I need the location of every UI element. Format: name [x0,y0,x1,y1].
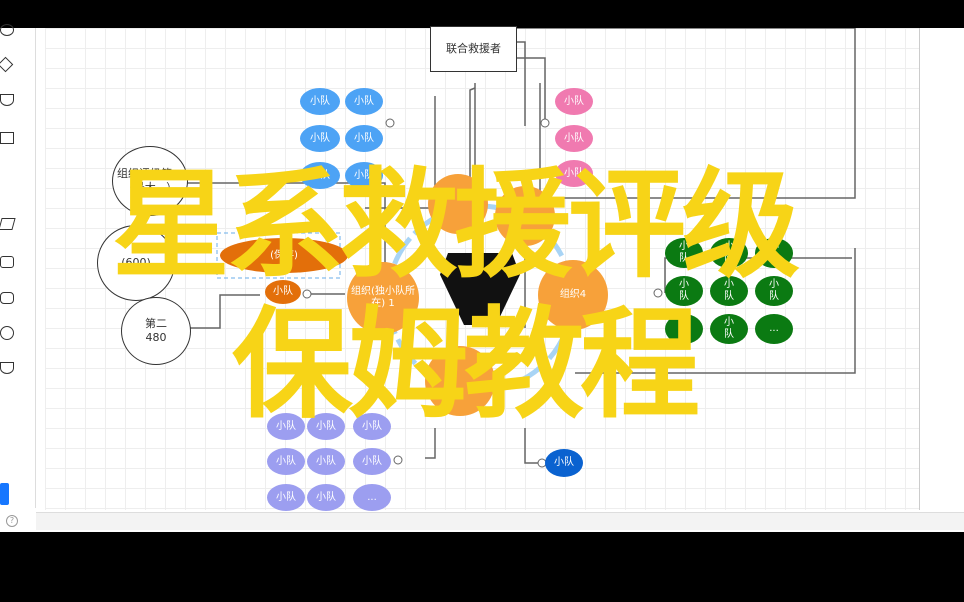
team-node[interactable]: 小队 [265,280,301,304]
cylinder-shape-tool[interactable] [0,256,14,268]
triangle-down-shape-tool[interactable] [0,362,14,374]
team-node-blue[interactable]: 小队 [345,125,383,152]
rank-600-node[interactable]: (600) [97,225,175,301]
team-node-purple[interactable]: 小队 [267,413,305,440]
rectangle-shape-tool[interactable] [0,132,14,144]
more-node-purple[interactable]: ... [353,484,391,511]
diagram-editor: 联合救援者 组织评级第一（最大...） (600) 第二 480 (保存) 小队… [0,24,964,532]
connector [524,428,542,464]
team-node-green[interactable]: 小 队 [710,276,748,306]
parallelogram-shape-tool[interactable] [0,218,16,230]
team-node-purple[interactable]: 小队 [353,413,391,440]
team-node-blue[interactable]: 小队 [300,162,340,189]
help-icon[interactable]: ? [6,515,18,527]
horizontal-scrollbar[interactable]: ? [6,512,964,530]
team-node-navy[interactable]: 小队 [545,449,583,477]
team-node-purple[interactable]: 小队 [267,484,305,511]
active-tool-indicator[interactable] [0,483,9,505]
team-node-pink[interactable]: 小队 [555,160,593,187]
org3-node[interactable] [495,186,555,246]
ellipse-shape-tool[interactable] [0,24,14,36]
rescuer-box[interactable]: 联合救援者 [430,26,517,72]
connector [425,428,436,459]
connector [515,41,526,126]
team-node-blue[interactable]: 小队 [345,88,383,115]
rank-first-node[interactable]: 组织评级第一（最大...） [112,146,188,216]
team-node-green[interactable]: 小 队 [665,276,703,306]
selected-org-node[interactable]: (保存) [220,238,348,273]
connector [190,294,260,329]
overlay-title-line2: 保姆教程 [232,296,700,435]
canvas[interactable]: 联合救援者 组织评级第一（最大...） (600) 第二 480 (保存) 小队… [45,26,920,511]
team-node-blue[interactable]: 小队 [300,88,340,115]
org4-node[interactable]: 组织4 [538,260,608,330]
org5-node[interactable] [425,346,495,416]
circle-shape-tool[interactable] [0,326,14,340]
team-node-purple[interactable]: 小队 [307,448,345,475]
team-node-purple[interactable]: 小队 [307,413,345,440]
team-node-blue[interactable]: 小队 [345,162,383,189]
rounded-rect-shape-tool[interactable] [0,292,14,304]
team-node-pink[interactable]: 小队 [555,125,593,152]
team-node-purple[interactable]: 小队 [353,448,391,475]
team-node-pink[interactable]: 小队 [555,88,593,115]
triangle-shape-tool[interactable] [0,94,14,106]
diamond-shape-tool[interactable] [0,56,14,73]
team-node-green[interactable]: 小 队 [755,276,793,306]
connector [575,248,856,374]
team-node-green[interactable]: 小 队 [665,238,703,268]
shape-toolbar [0,24,36,508]
team-node-green[interactable]: 小 队 [665,314,703,344]
team-node-purple[interactable]: 小队 [267,448,305,475]
rank-second-node[interactable]: 第二 480 [121,297,191,365]
team-node-green[interactable]: 小 队 [710,238,748,268]
team-node-green[interactable]: 小 队 [710,314,748,344]
more-node-green[interactable]: ... [755,314,793,344]
overlay-title-line1: 星系救援评级 [112,156,800,294]
team-node-blue[interactable]: 小队 [300,125,340,152]
org2-node[interactable] [428,174,488,234]
team-node-green[interactable]: 小 队 [755,238,793,268]
team-node-purple[interactable]: 小队 [307,484,345,511]
org1-node[interactable]: 组织(独小队所在) 1 [347,262,419,334]
connector [115,182,386,280]
